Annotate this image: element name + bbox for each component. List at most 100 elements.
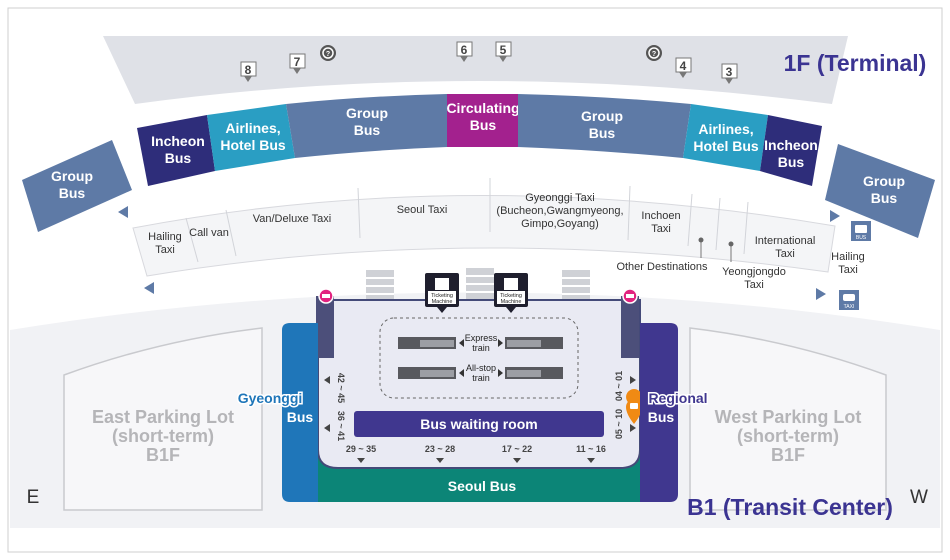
taxi-sign-icon: TAXI: [839, 290, 859, 310]
gyeonggi-bus-label: Bus: [287, 409, 314, 425]
bus-waiting-room[interactable]: [354, 411, 604, 437]
ticketing-machine-icon: Ticketing Machine: [425, 273, 459, 313]
stop-arrow-icon: [630, 376, 636, 384]
zone-label: Incheon: [151, 133, 205, 149]
stop-arrow-icon: [357, 458, 365, 463]
gate-marker: 4: [675, 57, 692, 78]
svg-text:?: ?: [326, 51, 330, 58]
zone-group-bus-mid-right[interactable]: Group Bus: [518, 94, 691, 158]
allstop-train-platform[interactable]: All-stop train: [398, 363, 563, 383]
stop-range: 23 ~ 28: [425, 444, 455, 454]
zone-label: Airlines,: [225, 120, 280, 136]
transit-hall: [317, 299, 641, 469]
zone-airlines-hotel-bus-left[interactable]: Airlines, Hotel Bus: [207, 104, 295, 171]
terminal-floor-title: 1F (Terminal): [784, 50, 927, 76]
taxi-label: Call van: [189, 227, 229, 239]
pointer-dot: [698, 237, 704, 243]
parking-label: (short-term): [737, 426, 839, 446]
zone-label: Airlines,: [698, 121, 753, 137]
gate-marker: 8: [240, 61, 257, 82]
parking-label: B1F: [771, 445, 805, 465]
taxi-label: Hailing: [148, 231, 182, 243]
taxi-label: Taxi: [155, 244, 175, 256]
compass-east: E: [27, 487, 40, 508]
stop-range: 11 ~ 16: [576, 444, 606, 454]
taxi-label: International: [755, 235, 816, 247]
bottom-stops: 29 ~ 35 23 ~ 28 17 ~ 22 11 ~ 16: [346, 444, 606, 463]
zone-airlines-hotel-bus-right[interactable]: Airlines, Hotel Bus: [683, 104, 768, 171]
pointer-dot: [728, 241, 734, 247]
train-area: [379, 317, 579, 399]
regional-bus-label: Bus: [648, 409, 675, 425]
gate-markers: 8 7 ? 6 5 ? 4: [240, 41, 738, 84]
taxi-label: Taxi: [775, 248, 795, 260]
ticketing-label: Machine: [432, 299, 453, 305]
zone-label: Incheon: [764, 137, 818, 153]
train-label: train: [472, 373, 490, 383]
zone-incheon-bus-left[interactable]: Incheon Bus: [137, 115, 215, 186]
taxi-lane: [132, 195, 836, 277]
parking-east[interactable]: East Parking Lot (short-term) B1F: [63, 327, 263, 511]
parking-label: B1F: [146, 445, 180, 465]
zone-circulating-bus[interactable]: Circulating Bus: [446, 94, 520, 147]
parking-label: East Parking Lot: [92, 407, 234, 427]
crosswalk-icon: [562, 270, 590, 304]
gyeonggi-bus-zone[interactable]: [282, 323, 318, 502]
taxi-sign-text: TAXI: [844, 304, 855, 310]
train-label: Express: [465, 333, 498, 343]
parking-west[interactable]: West Parking Lot (short-term) B1F: [689, 327, 887, 511]
transit-center: Seoul Bus Ticketing Machine Ticket: [236, 273, 709, 502]
stop-range: 36 ~ 41: [336, 411, 346, 441]
zone-label: Bus: [589, 125, 616, 141]
gate-marker: 7: [289, 53, 306, 74]
stop-arrow-icon: [324, 424, 330, 432]
express-train-platform[interactable]: Express train: [398, 333, 563, 353]
gate-number: 7: [294, 55, 301, 69]
ticketing-label: Ticketing: [431, 293, 453, 299]
taxi-lane-dividers: [185, 178, 749, 263]
stop-arrow-icon: [436, 458, 444, 463]
hall-wall: [316, 296, 334, 358]
zone-group-bus-mid-left[interactable]: Group Bus: [286, 94, 447, 158]
help-icon: ?: [320, 45, 336, 61]
stop-arrow-icon: [587, 458, 595, 463]
regional-bus-zone[interactable]: [640, 323, 678, 502]
stop-range: 04 ~ 01: [614, 371, 624, 401]
ticketing-label: Machine: [501, 299, 522, 305]
seoul-bus-label: Seoul Bus: [448, 478, 517, 494]
gate-number: 4: [680, 59, 687, 73]
pin-icon: [622, 288, 638, 304]
zone-label: Bus: [778, 154, 805, 170]
crosswalk-icon: [466, 268, 494, 302]
taxi-label: Inchoen: [641, 210, 680, 222]
stop-arrow-icon: [630, 424, 636, 432]
zone-group-bus-left[interactable]: Group Bus: [22, 140, 132, 232]
hall-wall: [621, 296, 639, 358]
gate-marker: 5: [495, 41, 512, 62]
taxi-label: (Bucheon,Gwangmyeong,: [496, 205, 623, 217]
zone-label: Hotel Bus: [693, 138, 759, 154]
zone-label: Group: [863, 173, 905, 189]
help-icon: ?: [646, 45, 662, 61]
direction-arrows: [118, 206, 840, 300]
gyeonggi-bus-label: Gyeonggi: [238, 390, 303, 406]
gate-marker: 3: [721, 63, 738, 84]
stop-range: 29 ~ 35: [346, 444, 376, 454]
zone-group-bus-right[interactable]: Group Bus: [825, 144, 935, 238]
transit-floor-title: B1 (Transit Center): [687, 494, 893, 520]
taxi-label: Taxi: [838, 264, 858, 276]
zone-label: Bus: [165, 150, 192, 166]
zone-label: Bus: [354, 122, 381, 138]
gate-number: 5: [500, 43, 507, 57]
parking-label: (short-term): [112, 426, 214, 446]
taxi-label: Van/Deluxe Taxi: [253, 213, 331, 225]
stop-arrow-icon: [324, 376, 330, 384]
ticketing-machine-icon: Ticketing Machine: [494, 273, 528, 313]
arrow-right-icon: [830, 210, 840, 222]
stop-range: 42 ~ 45: [336, 373, 346, 403]
bus-sign-icon: BUS: [851, 221, 871, 241]
zone-incheon-bus-right[interactable]: Incheon Bus: [760, 115, 822, 186]
stop-range: 05 ~ 10: [614, 409, 624, 439]
crosswalk-icon: [366, 270, 394, 304]
